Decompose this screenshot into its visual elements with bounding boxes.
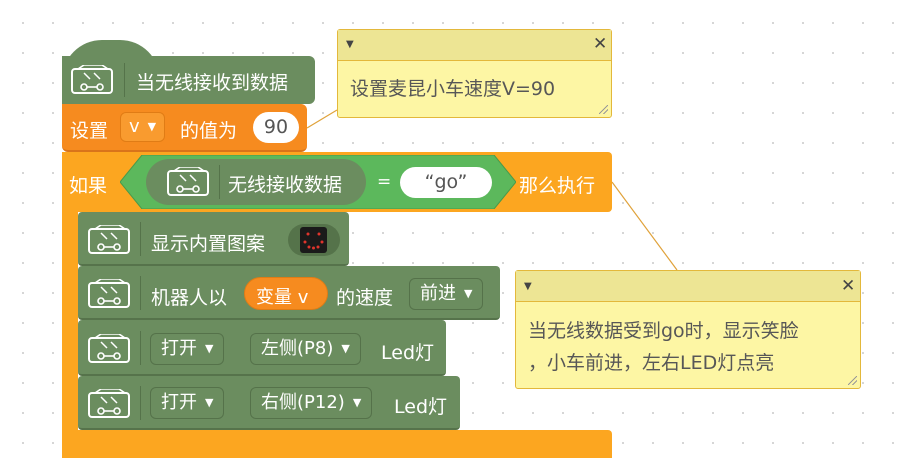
robot-icon bbox=[87, 389, 131, 419]
chevron-down-icon: ▼ bbox=[205, 396, 214, 409]
robot-speed-prefix: 机器人以 bbox=[151, 287, 228, 309]
show-image-block[interactable]: 显示内置图案 bbox=[78, 212, 349, 266]
chevron-down-icon: ▼ bbox=[341, 342, 350, 355]
collapse-caret-icon[interactable]: ▼ bbox=[346, 39, 354, 50]
if-label: 如果 bbox=[69, 175, 108, 197]
led-side-value: 左侧(P8) bbox=[261, 338, 334, 359]
resize-grip-icon[interactable] bbox=[599, 105, 608, 114]
if-block-spine bbox=[62, 212, 78, 458]
direction-dropdown[interactable]: 前进 ▼ bbox=[409, 278, 484, 310]
led-label: Led灯 bbox=[381, 342, 435, 364]
wireless-receive-reporter[interactable]: 无线接收数据 bbox=[146, 159, 366, 205]
chevron-down-icon: ▼ bbox=[352, 396, 362, 409]
variable-dropdown[interactable]: v▼ bbox=[120, 112, 166, 142]
separator bbox=[140, 386, 141, 420]
robot-icon bbox=[87, 225, 131, 255]
string-input[interactable]: “go” bbox=[400, 167, 492, 198]
robot-icon bbox=[166, 167, 210, 197]
then-label: 那么执行 bbox=[519, 175, 596, 197]
close-icon[interactable]: ✕ bbox=[593, 34, 608, 54]
led-side-value: 右侧(P12) bbox=[261, 392, 345, 413]
variable-reporter[interactable]: 变量 v bbox=[244, 277, 328, 310]
if-block-bottom bbox=[62, 430, 612, 458]
comment-text-line-1[interactable]: 当无线数据受到go时，显示笑脸 bbox=[528, 320, 799, 342]
led-side-dropdown[interactable]: 右侧(P12) ▼ bbox=[250, 387, 373, 419]
robot-icon bbox=[87, 334, 131, 364]
led-label: Led灯 bbox=[394, 396, 448, 418]
separator bbox=[140, 222, 141, 256]
event-label: 当无线接收到数据 bbox=[136, 72, 289, 94]
robot-icon bbox=[87, 279, 131, 309]
direction-value: 前进 bbox=[420, 283, 456, 304]
separator bbox=[219, 165, 220, 199]
close-icon[interactable]: ✕ bbox=[841, 276, 856, 296]
speed-label: 的速度 bbox=[336, 287, 394, 309]
led-side-dropdown[interactable]: 左侧(P8) ▼ bbox=[250, 333, 361, 365]
variable-name: v bbox=[129, 116, 140, 137]
chevron-down-icon: ▼ bbox=[464, 287, 473, 300]
value-of-label: 的值为 bbox=[180, 120, 238, 142]
image-picker[interactable] bbox=[288, 224, 340, 256]
comment-speed[interactable]: ▼ ✕ 设置麦昆小车速度V=90 bbox=[337, 29, 612, 118]
variable-reporter-label: 变量 v bbox=[256, 287, 309, 308]
event-block-wireless-received[interactable]: 当无线接收到数据 bbox=[62, 56, 315, 104]
collapse-caret-icon[interactable]: ▼ bbox=[524, 281, 532, 292]
chevron-down-icon: ▼ bbox=[147, 120, 157, 133]
comment-text-line-2[interactable]: ，小车前进，左右LED灯点亮 bbox=[528, 352, 775, 374]
comment-titlebar[interactable] bbox=[338, 30, 611, 61]
show-image-label: 显示内置图案 bbox=[151, 233, 266, 255]
separator bbox=[140, 331, 141, 365]
separator bbox=[140, 276, 141, 310]
led-right-block[interactable]: 打开 ▼ 右侧(P12) ▼ Led灯 bbox=[78, 376, 460, 430]
comment-if[interactable]: ▼ ✕ 当无线数据受到go时，显示笑脸 ，小车前进，左右LED灯点亮 bbox=[515, 270, 861, 389]
led-state-dropdown[interactable]: 打开 ▼ bbox=[150, 333, 225, 365]
led-state-value: 打开 bbox=[161, 392, 197, 413]
chevron-down-icon: ▼ bbox=[205, 342, 214, 355]
set-label: 设置 bbox=[70, 120, 109, 142]
value-input[interactable]: 90 bbox=[253, 112, 299, 143]
separator bbox=[124, 63, 125, 97]
equals-operator: = bbox=[377, 172, 392, 192]
robot-icon bbox=[70, 65, 114, 95]
wireless-receive-label: 无线接收数据 bbox=[228, 174, 343, 196]
led-matrix-icon bbox=[300, 227, 327, 253]
set-variable-block[interactable]: 设置 v▼ 的值为 90 bbox=[62, 104, 307, 152]
comment-titlebar[interactable] bbox=[516, 271, 860, 302]
led-state-dropdown[interactable]: 打开 ▼ bbox=[150, 387, 225, 419]
led-left-block[interactable]: 打开 ▼ 左侧(P8) ▼ Led灯 bbox=[78, 320, 446, 376]
led-state-value: 打开 bbox=[161, 338, 197, 359]
resize-grip-icon[interactable] bbox=[848, 376, 857, 385]
comment-text[interactable]: 设置麦昆小车速度V=90 bbox=[350, 78, 556, 100]
robot-speed-block[interactable]: 机器人以 变量 v 的速度 前进 ▼ bbox=[78, 266, 500, 320]
